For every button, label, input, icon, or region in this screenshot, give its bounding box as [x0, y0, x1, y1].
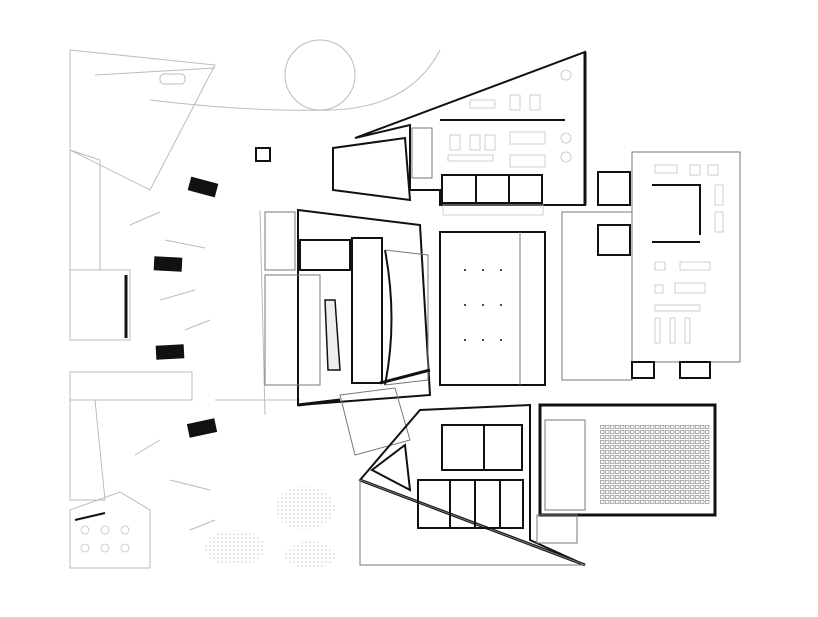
theatre — [538, 403, 717, 517]
south-wing — [358, 403, 586, 567]
library-wing — [561, 151, 741, 381]
north-wing — [332, 50, 587, 216]
plaza-objects — [129, 147, 271, 531]
performance-hall — [264, 208, 432, 456]
central-hall — [439, 231, 546, 386]
car — [159, 73, 186, 85]
trees — [205, 486, 335, 569]
cafe-tables — [74, 512, 130, 553]
site-context — [69, 39, 441, 569]
